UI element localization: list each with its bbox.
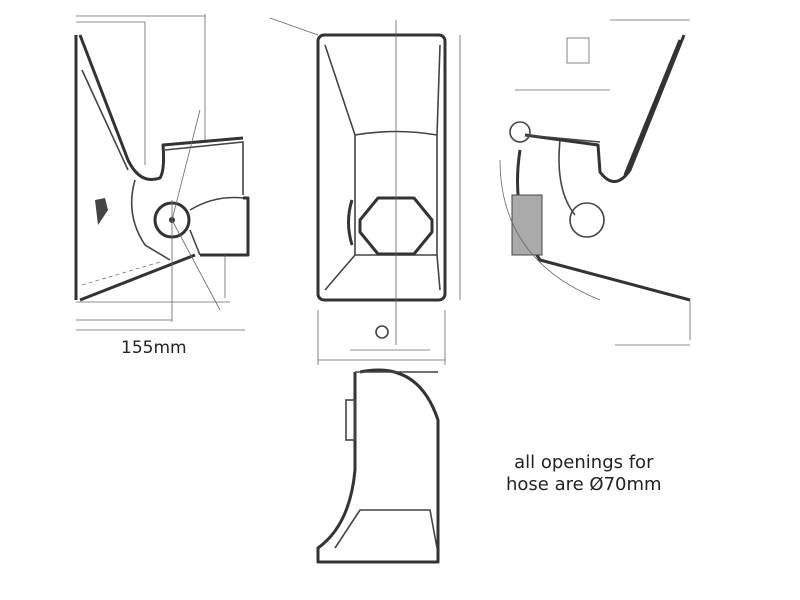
front-view xyxy=(269,17,461,365)
hatched-section xyxy=(511,194,543,256)
note-line-2: hose are Ø70mm xyxy=(506,474,662,495)
logo-mark xyxy=(95,198,108,225)
hose-openings-note: all openings for hose are Ø70mm xyxy=(506,452,662,496)
side-view-left xyxy=(74,14,250,331)
width-dimension-label: 155mm xyxy=(121,338,187,358)
side-view-right xyxy=(499,19,691,346)
note-line-1: all openings for xyxy=(514,452,654,473)
bottom-view xyxy=(316,368,440,564)
